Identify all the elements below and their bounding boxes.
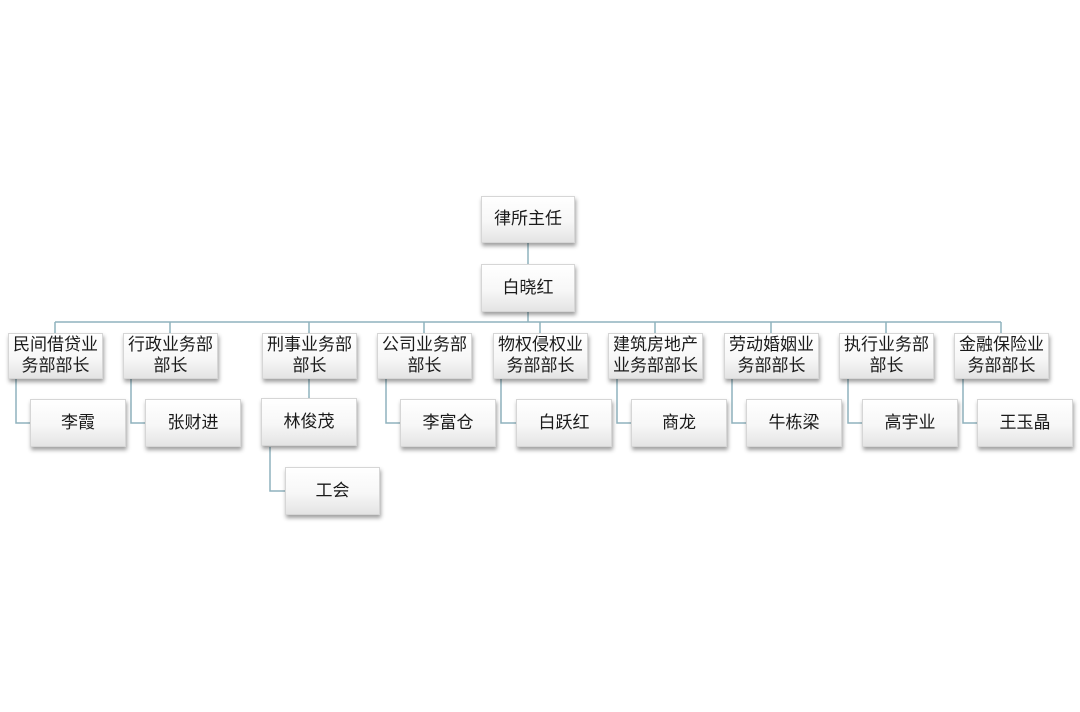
dept-title-box: 建筑房地产 业务部部长 [608, 333, 703, 379]
dept-head-box: 王玉晶 [977, 399, 1073, 447]
dept-title-box: 刑事业务部 部长 [262, 333, 357, 379]
dept-title-box: 执行业务部 部长 [839, 333, 934, 379]
dept-title-box: 行政业务部 部长 [123, 333, 218, 379]
connector-head [15, 379, 30, 424]
dept-head-box: 牛栋梁 [746, 399, 842, 447]
dept-head-box: 李霞 [30, 399, 126, 447]
dept-head-box: 商龙 [631, 399, 727, 447]
connector-head [847, 379, 862, 424]
dept-head-box: 白跃红 [516, 399, 612, 447]
connector-head [130, 379, 145, 424]
dept-member-box: 工会 [285, 467, 380, 515]
dept-head-box: 高宇业 [862, 399, 958, 447]
root-title-box: 律所主任 [481, 196, 575, 243]
dept-title-box: 物权侵权业 务部部长 [493, 333, 588, 379]
dept-head-box: 张财进 [145, 399, 241, 447]
connector-head [385, 379, 400, 424]
dept-head-box: 林俊茂 [261, 398, 357, 446]
dept-title-box: 劳动婚姻业 务部部长 [724, 333, 819, 379]
connector-head [500, 379, 516, 424]
connector-head [962, 379, 977, 424]
root-name-box: 白晓红 [481, 264, 575, 312]
dept-title-box: 民间借贷业 务部部长 [8, 333, 103, 379]
dept-title-box: 公司业务部 部长 [377, 333, 472, 379]
connector-member [269, 447, 285, 492]
dept-title-box: 金融保险业 务部部长 [954, 333, 1049, 379]
connector-head [731, 379, 746, 424]
dept-head-box: 李富仓 [400, 399, 496, 447]
connector-head [616, 379, 631, 424]
